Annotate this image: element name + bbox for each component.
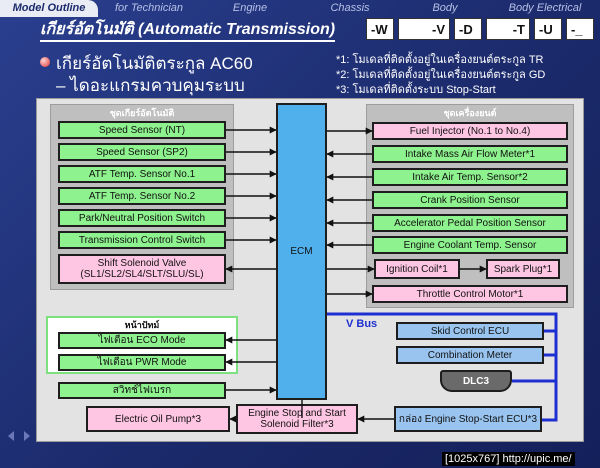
- shift-solenoid-label: Shift Solenoid Valve: [97, 258, 187, 269]
- model-code-bar: -W -V -D -T -U -_: [366, 18, 594, 40]
- speed-sensor-nt: Speed Sensor (NT): [58, 121, 226, 139]
- atf-temp-sensor-2: ATF Temp. Sensor No.2: [58, 187, 226, 205]
- accelerator-pedal-sensor: Accelerator Pedal Position Sensor: [372, 214, 568, 232]
- model-code-t: -T: [486, 18, 530, 40]
- solenoid-filter-line2: Solenoid Filter*3: [260, 419, 334, 430]
- stop-start-ecu: กล่อง Engine Stop-Start ECU*3: [394, 406, 542, 432]
- nav-tab-engine[interactable]: Engine: [232, 2, 268, 14]
- park-neutral-switch: Park/Neutral Position Switch: [58, 209, 226, 227]
- eco-mode-indicator: ไฟเตือน ECO Mode: [58, 332, 226, 349]
- spark-plug: Spark Plug*1: [486, 259, 560, 279]
- model-code-u: -U: [534, 18, 562, 40]
- shift-solenoid-valve: Shift Solenoid Valve (SL1/SL2/SL4/SLT/SL…: [58, 254, 226, 284]
- throttle-control-motor: Throttle Control Motor*1: [372, 285, 568, 303]
- page-title: เกียร์อัตโนมัติ (Automatic Transmission): [40, 20, 336, 42]
- nav-tab-body-electrical[interactable]: Body Electrical: [508, 2, 582, 14]
- speed-sensor-sp2: Speed Sensor (SP2): [58, 143, 226, 161]
- bullet-icon: [40, 57, 50, 67]
- footer-watermark: [1025x767] http://upic.me/: [442, 452, 575, 466]
- v-bus-label: V Bus: [346, 318, 378, 330]
- fuel-injector: Fuel Injector (No.1 to No.4): [372, 122, 568, 140]
- footnote-3: *3: โมเดลที่ติดตั้งระบบ Stop-Start: [336, 84, 496, 96]
- nav-tab-model-outline[interactable]: Model Outline: [0, 0, 98, 17]
- section-subheading: – ไดอะแกรมควบคุมระบบ: [56, 76, 245, 95]
- meter-panel-title: หน้าปัทม์: [124, 320, 160, 330]
- nav-tab-for-technician[interactable]: for Technician: [114, 2, 184, 14]
- ecm-block: ECM: [276, 103, 327, 400]
- top-navigation: Model Outline for Technician Engine Chas…: [0, 0, 600, 17]
- crank-position-sensor: Crank Position Sensor: [372, 191, 568, 209]
- engine-coolant-temp-sensor: Engine Coolant Temp. Sensor: [372, 236, 568, 254]
- intake-mass-air-flow-meter: Intake Mass Air Flow Meter*1: [372, 145, 568, 163]
- section-heading: เกียร์อัตโนมัติตระกูล AC60: [56, 54, 253, 73]
- brake-light-switch: สวิทช์ไฟเบรก: [58, 382, 226, 399]
- transmission-control-switch: Transmission Control Switch: [58, 231, 226, 249]
- model-code-d: -D: [454, 18, 482, 40]
- model-code-w: -W: [366, 18, 394, 40]
- nav-tab-body[interactable]: Body: [432, 2, 458, 14]
- atf-temp-sensor-1: ATF Temp. Sensor No.1: [58, 165, 226, 183]
- intake-air-temp-sensor: Intake Air Temp. Sensor*2: [372, 168, 568, 186]
- electric-oil-pump: Electric Oil Pump*3: [86, 406, 230, 432]
- pwr-mode-indicator: ไฟเตือน PWR Mode: [58, 354, 226, 371]
- model-code-blank: -_: [566, 18, 594, 40]
- transmission-panel-title: ชุดเกียร์อัตโนมัติ: [109, 108, 175, 118]
- stop-start-solenoid-filter: Engine Stop and Start Solenoid Filter*3: [236, 404, 358, 434]
- skid-control-ecu: Skid Control ECU: [396, 322, 544, 340]
- ignition-coil: Ignition Coil*1: [374, 259, 460, 279]
- shift-solenoid-list: (SL1/SL2/SL4/SLT/SLU/SL): [80, 269, 204, 280]
- nav-tab-chassis[interactable]: Chassis: [330, 2, 370, 14]
- footnote-1: *1: โมเดลที่ติดตั้งอยู่ในเครื่องยนต์ตระก…: [336, 54, 544, 66]
- combination-meter: Combination Meter: [396, 346, 544, 364]
- dlc3-connector: DLC3: [440, 370, 512, 392]
- engine-panel-title: ชุดเครื่องยนต์: [443, 108, 497, 118]
- model-code-v: -V: [398, 18, 450, 40]
- solenoid-filter-line1: Engine Stop and Start: [248, 408, 346, 419]
- footnote-2: *2: โมเดลที่ติดตั้งอยู่ในเครื่องยนต์ตระก…: [336, 69, 546, 81]
